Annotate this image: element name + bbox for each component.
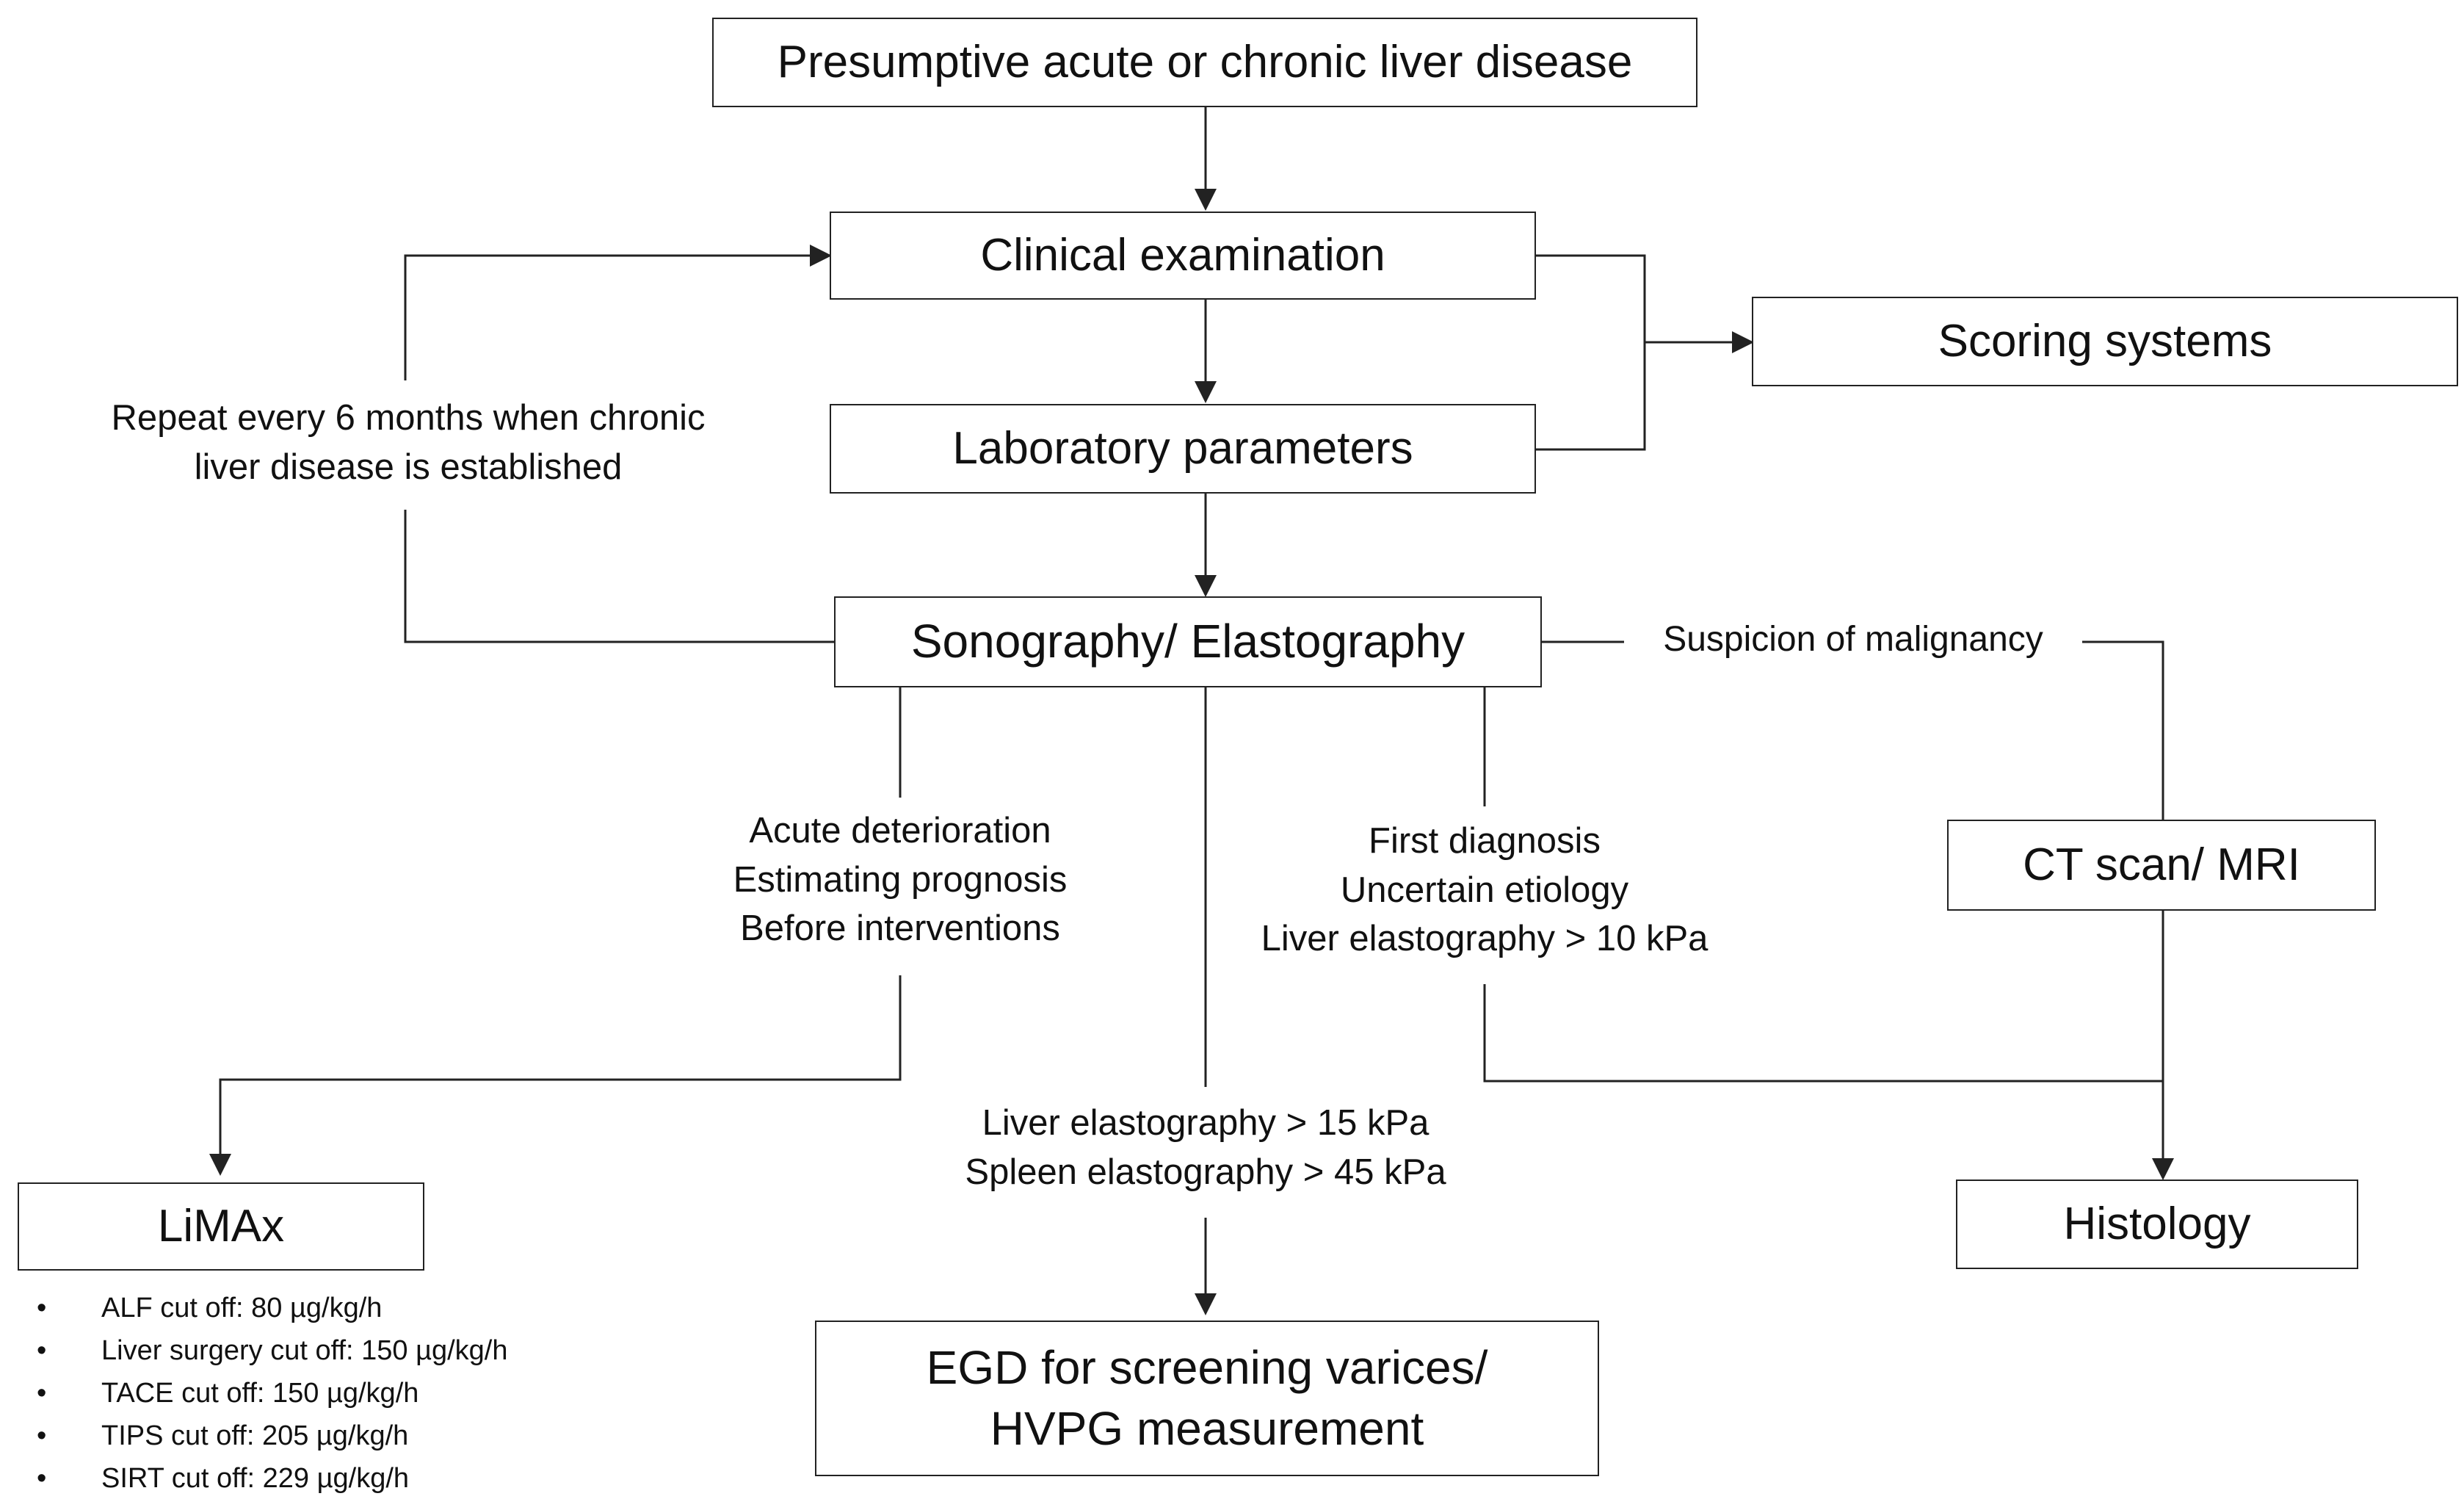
limax-cutoff-item: Liver surgery cut off: 150 µg/kg/h	[37, 1329, 508, 1372]
label-elastography-branch: Liver elastography > 15 kPa Spleen elast…	[927, 1099, 1485, 1197]
node-sonography-elastography: Sonography/ Elastography	[834, 596, 1542, 687]
label-acute-line2: Estimating prognosis	[733, 859, 1068, 900]
limax-cutoff-list: ALF cut off: 80 µg/kg/h Liver surgery cu…	[37, 1287, 508, 1500]
line-malignancy-to-ct	[2082, 640, 2164, 820]
label-elasto-line1: Liver elastography > 15 kPa	[982, 1103, 1430, 1143]
arrow-repeat-to-clinical	[404, 245, 832, 380]
node-ct-mri: CT scan/ MRI	[1947, 820, 2376, 911]
label-repeat-line2: liver disease is established	[194, 447, 623, 487]
node-label-line2: HVPG measurement	[990, 1402, 1424, 1455]
limax-cutoff-item: TACE cut off: 150 µg/kg/h	[37, 1372, 508, 1415]
line-clinical-to-merge	[1534, 254, 1646, 451]
line-sono-to-repeat	[404, 510, 834, 643]
label-first-line3: Liver elastography > 10 kPa	[1261, 919, 1709, 959]
label-repeat: Repeat every 6 months when chronic liver…	[63, 394, 753, 492]
label-malignancy-text: Suspicion of malignancy	[1663, 620, 2043, 659]
node-label: Clinical examination	[980, 229, 1385, 281]
node-laboratory-parameters: Laboratory parameters	[830, 404, 1536, 494]
arrow-acute-to-limax	[209, 975, 902, 1176]
node-scoring-systems: Scoring systems	[1752, 297, 2458, 386]
node-egd-hvpg: EGD for screening varices/ HVPG measurem…	[815, 1321, 1599, 1476]
node-label-line1: EGD for screening varices/	[926, 1340, 1488, 1394]
label-acute-line3: Before interventions	[740, 908, 1060, 949]
label-first-line1: First diagnosis	[1369, 821, 1601, 861]
node-label: Presumptive acute or chronic liver disea…	[777, 36, 1633, 87]
node-limax: LiMAx	[18, 1182, 424, 1271]
label-suspicion-of-malignancy: Suspicion of malignancy	[1631, 615, 2075, 664]
node-label: Histology	[2063, 1198, 2251, 1249]
node-label: Laboratory parameters	[952, 422, 1413, 474]
label-acute-branch: Acute deterioration Estimating prognosis…	[680, 806, 1120, 953]
label-first-line2: Uncertain etiology	[1340, 870, 1629, 910]
limax-cutoff-item: SIRT cut off: 229 µg/kg/h	[37, 1457, 508, 1500]
limax-cutoff-item: ALF cut off: 80 µg/kg/h	[37, 1287, 508, 1329]
node-label: Scoring systems	[1938, 315, 2272, 366]
limax-cutoff-item: TIPS cut off: 205 µg/kg/h	[37, 1415, 508, 1457]
label-repeat-line1: Repeat every 6 months when chronic	[111, 398, 706, 438]
node-histology: Histology	[1956, 1180, 2358, 1269]
node-presumptive-liver-disease: Presumptive acute or chronic liver disea…	[712, 18, 1697, 107]
line-first-to-histology	[1483, 984, 2163, 1083]
label-first-diagnosis-branch: First diagnosis Uncertain etiology Liver…	[1226, 817, 1743, 964]
node-label: CT scan/ MRI	[2023, 839, 2300, 890]
label-elasto-line2: Spleen elastography > 45 kPa	[965, 1152, 1446, 1192]
label-acute-line1: Acute deterioration	[749, 811, 1051, 850]
node-clinical-examination: Clinical examination	[830, 212, 1536, 300]
node-label: Sonography/ Elastography	[910, 615, 1465, 668]
node-label: LiMAx	[157, 1200, 285, 1251]
